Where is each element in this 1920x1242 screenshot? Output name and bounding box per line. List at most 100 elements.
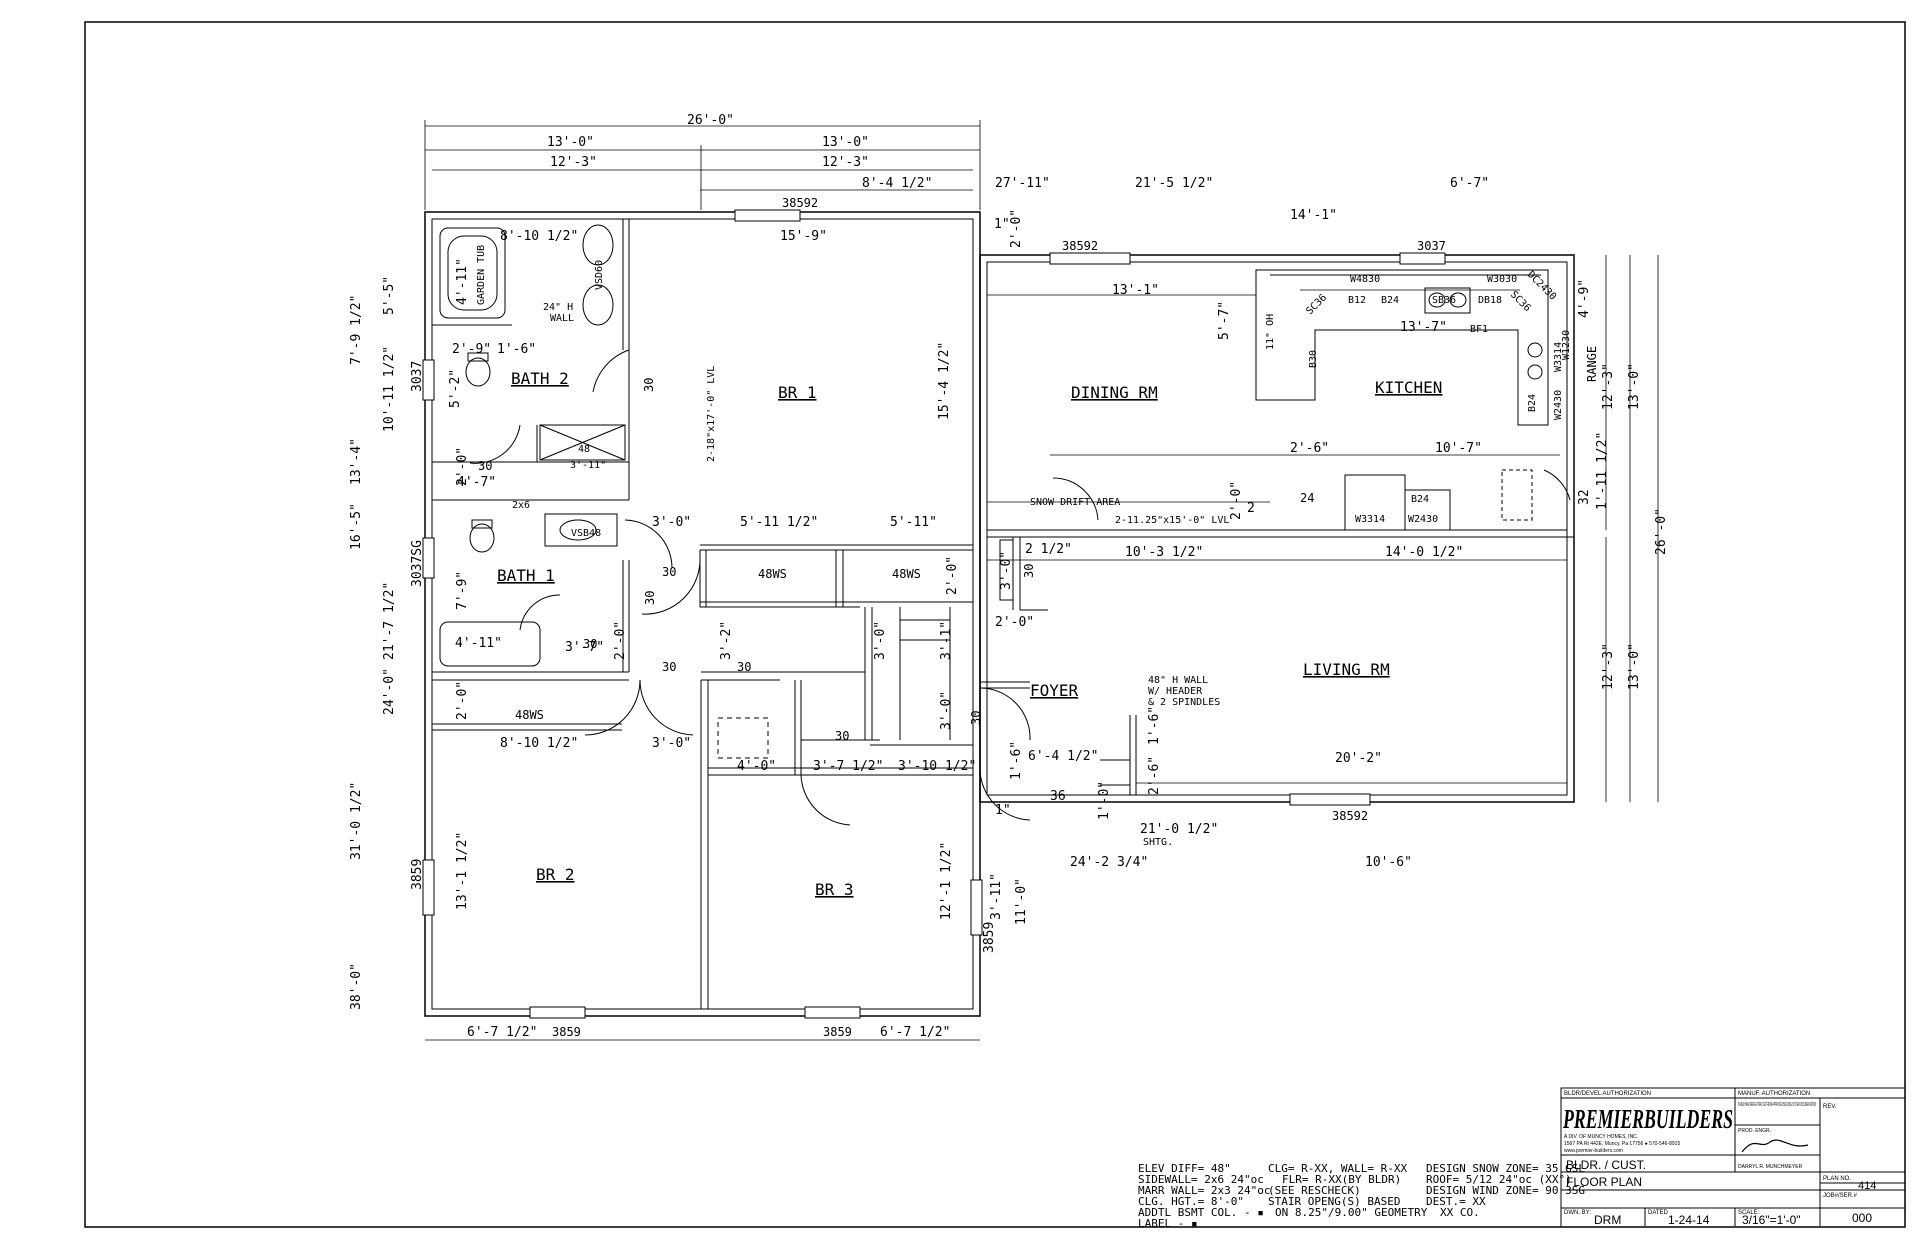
dim-36: 36 bbox=[1050, 789, 1066, 804]
label-sc36b: SC36 bbox=[1508, 289, 1533, 314]
dim-left-21-7: 21'-7 1/2" bbox=[382, 582, 397, 660]
window-label-br2-side: 3859 bbox=[410, 859, 425, 890]
dim-1-11: 1'-11 1/2" bbox=[1595, 432, 1610, 510]
dim-3-1: 3'-1" bbox=[939, 621, 954, 660]
notes-col1: ELEV DIFF= 48" SIDEWALL= 2x6 24"oc MARR … bbox=[1138, 1162, 1270, 1230]
label-garden-tub: GARDEN TUB bbox=[476, 245, 487, 305]
tb-job-val: 000 bbox=[1852, 1211, 1872, 1225]
label-wall48c: & 2 SPINDLES bbox=[1148, 697, 1220, 708]
window-label-dining: 38592 bbox=[1062, 239, 1098, 253]
dim-14-1: 14'-1" bbox=[1290, 208, 1337, 223]
dim-2-half: 2 1/2" bbox=[1025, 542, 1072, 557]
dim-14-0: 14'-0 1/2" bbox=[1385, 545, 1463, 560]
dim-15-9: 15'-9" bbox=[780, 229, 827, 244]
dim-2-0f: 2'-0" bbox=[613, 621, 628, 660]
note-line: DESIGN WIND ZONE= 90 3SG bbox=[1426, 1184, 1585, 1197]
tb-plan-no: 414 bbox=[1858, 1180, 1876, 1192]
dim-3-7a: 3'-7" bbox=[565, 640, 604, 655]
dim-2-9: 2'-9" bbox=[452, 342, 491, 357]
label-wall24b: WALL bbox=[550, 313, 574, 324]
label-b24a: B24 bbox=[1381, 295, 1399, 306]
room-dining: DINING RM bbox=[1071, 383, 1158, 402]
dim-left-7-9: 7'-9 1/2" bbox=[349, 295, 364, 365]
dim-2: 2 bbox=[1247, 501, 1255, 516]
label-db18: DB18 bbox=[1478, 295, 1502, 306]
dim-1in: 1" bbox=[994, 217, 1010, 232]
dim-21-5: 21'-5 1/2" bbox=[1135, 176, 1213, 191]
dim-10-7: 10'-7" bbox=[1435, 441, 1482, 456]
label-11-oh: 11" OH bbox=[1265, 314, 1276, 350]
label-sc36a: SC36 bbox=[1304, 292, 1329, 317]
label-range: RANGE bbox=[1585, 346, 1599, 382]
tb-website: www.premier-builders.com bbox=[1564, 1148, 1623, 1154]
dim-8-10: 8'-10 1/2" bbox=[500, 229, 578, 244]
dim-7-9: 7'-9" bbox=[455, 571, 470, 610]
room-br1: BR 1 bbox=[778, 383, 817, 402]
dim-1-6c: 1'-6" bbox=[1147, 706, 1162, 745]
dim-12-3b: 12'-3" bbox=[1601, 643, 1616, 690]
tb-scale-val: 3/16"=1'-0" bbox=[1742, 1213, 1801, 1227]
dim-13-1b: 13'-1 1/2" bbox=[455, 832, 470, 910]
label-w1230: W1230 bbox=[1561, 330, 1572, 360]
label-w2430b: W2430 bbox=[1408, 514, 1438, 525]
tb-sheet-name: FLOOR PLAN bbox=[1566, 1175, 1642, 1189]
dim-27-11: 27'-11" bbox=[995, 176, 1050, 191]
dim-8-10b: 8'-10 1/2" bbox=[500, 736, 578, 751]
dim-21-0: 21'-0 1/2" bbox=[1140, 822, 1218, 837]
note-line: CLG. HGT.= 8'-0" bbox=[1138, 1195, 1244, 1208]
dim-left-31-0: 31'-0 1/2" bbox=[349, 782, 364, 860]
dim-10-3: 10'-3 1/2" bbox=[1125, 545, 1203, 560]
title-block bbox=[1560, 1087, 1906, 1228]
window-label-3037sg: 3037SG bbox=[410, 540, 425, 587]
note-line: LABEL - ▪ bbox=[1138, 1217, 1198, 1230]
tb-manuf-auth: MANUF. AUTHORIZATION bbox=[1738, 1091, 1810, 1097]
dim-24-2: 24'-2 3/4" bbox=[1070, 855, 1148, 870]
dim-left-5-5: 5'-5" bbox=[382, 276, 397, 315]
note-line: MARR WALL= 2x3 24"oc bbox=[1138, 1184, 1270, 1197]
dim-2-6b: 2'-6" bbox=[1147, 756, 1162, 795]
label-snow-drift: SNOW DRIFT AREA bbox=[1030, 497, 1120, 508]
note-line: SIDEWALL= 2x6 24"oc bbox=[1138, 1173, 1264, 1186]
note-line: CLG= R-XX, WALL= R-XX bbox=[1268, 1162, 1407, 1175]
dim-2-0c: 2'-0" bbox=[995, 615, 1034, 630]
dim-4-7: 4'-7" bbox=[457, 475, 496, 490]
dim-15-4: 15'-4 1/2" bbox=[937, 342, 952, 420]
dim-2-0d: 2'-0" bbox=[945, 556, 960, 595]
label-lvl2: 2-11.25"x15'-0" LVL bbox=[1115, 515, 1229, 526]
company-logo: PREMIERBUILDERS bbox=[1562, 1104, 1733, 1134]
room-br2: BR 2 bbox=[536, 865, 575, 884]
label-vsd: VSD60 bbox=[594, 260, 605, 290]
dim-top-left-inner: 12'-3" bbox=[550, 155, 597, 170]
dim-10-6: 10'-6" bbox=[1365, 855, 1412, 870]
dim-left-13-4: 13'-4" bbox=[349, 438, 364, 485]
dim-3-0c: 3'-0" bbox=[873, 621, 888, 660]
note-line: DESIGN SNOW ZONE= 35 GSL bbox=[1426, 1162, 1585, 1175]
label-b30: B30 bbox=[1308, 350, 1319, 368]
tb-plan-no-label: PLAN NO. bbox=[1823, 1176, 1851, 1182]
tb-client: BLDR. / CUST. bbox=[1566, 1158, 1646, 1172]
label-dc2430: DC2430 bbox=[1525, 269, 1558, 302]
dim-3-10: 3'-10 1/2" bbox=[898, 759, 976, 774]
tb-bldr-auth: BLDR/DEVEL AUTHORIZATION bbox=[1564, 1091, 1651, 1097]
window-label-bath2: 3037 bbox=[410, 361, 425, 392]
label-24: 24 bbox=[1300, 491, 1314, 505]
window-label-br3-bottom: 3859 bbox=[823, 1025, 852, 1039]
label-door-stair: 30 bbox=[969, 711, 983, 725]
dim-5-11-half: 5'-11 1/2" bbox=[740, 515, 818, 530]
dim-6-4: 6'-4 1/2" bbox=[1028, 749, 1098, 764]
dim-left-16-5: 16'-5" bbox=[349, 503, 364, 550]
note-line: XX CO. bbox=[1440, 1206, 1480, 1219]
label-shower3-11: 3'-11" bbox=[570, 460, 606, 471]
dim-top-right: 13'-0" bbox=[822, 135, 869, 150]
window-label-br2-bottom: 3859 bbox=[552, 1025, 581, 1039]
label-sb36: SB36 bbox=[1432, 295, 1456, 306]
dim-1-6: 1'-6" bbox=[497, 342, 536, 357]
label-door-hall1: 30 bbox=[662, 565, 676, 579]
note-line: FLR= R-XX(BY BLDR) bbox=[1282, 1173, 1401, 1186]
dim-shtg: SHTG. bbox=[1143, 837, 1173, 848]
tb-dwn-label: DWN. BY: bbox=[1564, 1210, 1591, 1216]
label-b24c: B24 bbox=[1411, 494, 1429, 505]
label-shower48: 48 bbox=[578, 444, 590, 455]
dim-3-11: 3'-11" bbox=[989, 873, 1004, 920]
